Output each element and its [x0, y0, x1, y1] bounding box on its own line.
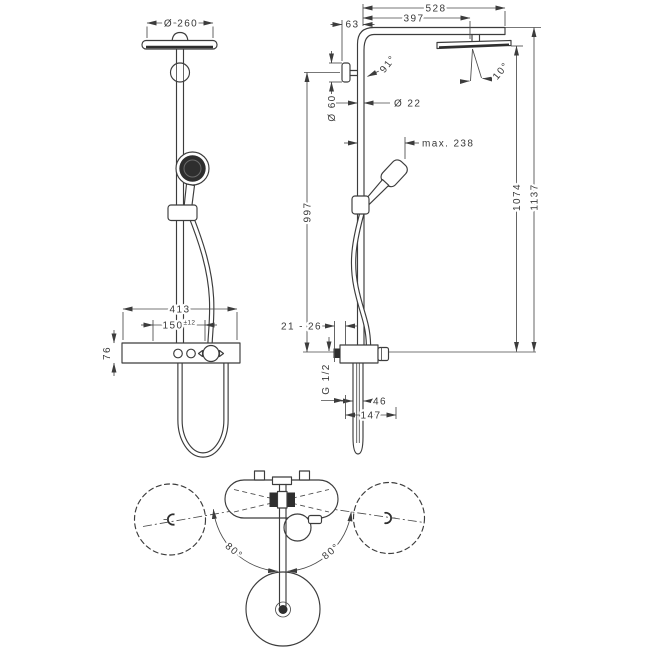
- wall-flange-side: [341, 62, 351, 83]
- label-wall-offset: 63: [346, 20, 360, 31]
- label-projection-total: 528: [426, 4, 447, 15]
- knob-tick-left: [197, 349, 204, 358]
- label-mount-depth: 21 - 26: [281, 322, 322, 333]
- swivel-hub: [276, 490, 288, 509]
- dim-hose-loop-width: 46: [341, 394, 388, 410]
- swivel-hub: [269, 492, 278, 507]
- hand-shower-face-ring: [183, 159, 202, 178]
- hose-loop-front: [177, 362, 229, 458]
- ball-joint-dome: [171, 31, 189, 44]
- label-projection-head: 397: [404, 14, 425, 25]
- label-swivel-left: 80°: [223, 541, 245, 562]
- dim-pipe-diameter: Ø 22: [336, 96, 422, 112]
- label-height-arm-top: 1137: [530, 183, 541, 210]
- dim-supply-spacing: 150±12: [141, 317, 217, 341]
- head-center-dot: [278, 605, 288, 614]
- hand-shower-face: [179, 155, 206, 182]
- label-supply-spacing-value: 150: [163, 321, 184, 332]
- label-valve-depth: 147: [361, 411, 382, 422]
- knob-top: [283, 513, 312, 542]
- select-button-2: [186, 348, 196, 359]
- dim-projection-head: 397: [362, 11, 471, 39]
- dim-head-diameter: Ø 260: [146, 16, 214, 38]
- dim-arm-angle: 91°: [367, 51, 401, 78]
- temperature-knob: [202, 344, 220, 363]
- label-supply-spacing-tol: ±12: [183, 320, 195, 327]
- label-arm-angle: 91°: [378, 53, 399, 75]
- dim-height-head-bottom: 1074: [510, 45, 525, 352]
- knob-detail-top: [307, 514, 323, 525]
- dim-projection-total: 528: [362, 1, 506, 26]
- label-bar-width: 413: [170, 305, 191, 316]
- dim-swivel-left: 80°: [211, 508, 279, 574]
- select-button-1: [173, 348, 183, 359]
- label-head-tilt: 10°: [491, 60, 512, 82]
- dim-mount-depth: 21 - 26: [279, 319, 358, 362]
- holder-side: [351, 195, 370, 215]
- dim-wall-offset: 63: [330, 17, 375, 61]
- valve-body-side: [339, 344, 379, 364]
- label-thread-size: G 1/2: [321, 363, 332, 394]
- dim-bar-height: 76: [100, 330, 117, 376]
- swivel-axis-left: [142, 503, 276, 527]
- top-view: 80° 80°: [133, 470, 426, 647]
- dim-handshower-reach: max. 238: [344, 136, 475, 159]
- label-bar-height: 76: [102, 346, 113, 360]
- label-pipe-diameter: Ø 22: [394, 99, 421, 110]
- body-section-line: [233, 489, 330, 513]
- spray-face-edge-side: [438, 43, 510, 49]
- label-swivel-right: 80°: [320, 541, 342, 562]
- label-flange-diameter: Ø 60: [327, 94, 338, 121]
- wall-bracket-ring: [169, 62, 191, 83]
- front-view: Ø 260 413 150±12 76: [100, 16, 241, 458]
- dim-thread-size: G 1/2: [319, 361, 344, 403]
- dim-height-arm-top: 1137: [505, 27, 543, 352]
- dim-valve-depth: 147: [345, 395, 397, 424]
- riser-mount-top: [271, 476, 293, 486]
- side-view: 528 397 63 91° Ø 60 Ø 22: [279, 1, 543, 455]
- valve-knob-side: [377, 346, 390, 362]
- supply-stub-right: [298, 470, 311, 481]
- supply-stub-left: [253, 470, 266, 481]
- dim-wall-bar-height: 997: [300, 72, 340, 353]
- hose-loop-front: [178, 362, 228, 457]
- label-supply-spacing: 150±12: [163, 320, 196, 332]
- dim-head-tilt: 10°: [459, 48, 514, 85]
- hand-shower-holder: [167, 204, 198, 222]
- label-head-diameter: Ø 260: [164, 19, 198, 30]
- swivel-hub: [287, 492, 295, 507]
- swivel-position-right: [352, 481, 426, 555]
- knob-tick-right: [218, 349, 225, 358]
- dim-flange-diameter: Ø 60: [325, 51, 342, 124]
- body-section-line: [233, 489, 330, 513]
- shower-hose-front: [188, 213, 214, 345]
- riser-arm-side: [363, 33, 506, 346]
- dim-bar-width: 413: [122, 302, 238, 340]
- head-center-ring: [275, 601, 291, 618]
- wall-connection-fitting: [333, 348, 340, 358]
- riser-arm-side: [356, 26, 506, 346]
- hose-loop-side: [352, 362, 364, 455]
- label-hose-loop-width: 46: [373, 397, 387, 408]
- swivel-position-left: [133, 483, 207, 556]
- label-wall-bar-height: 997: [303, 202, 314, 223]
- label-handshower-reach: max. 238: [422, 139, 474, 150]
- label-height-head-bottom: 1074: [512, 183, 523, 211]
- shower-hose-side: [352, 212, 371, 346]
